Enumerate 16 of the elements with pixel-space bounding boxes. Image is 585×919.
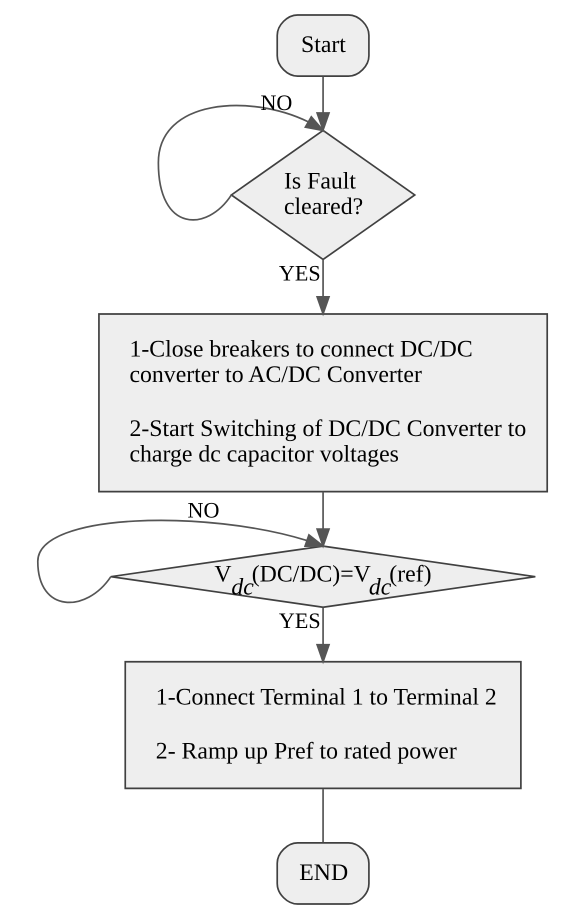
node-box: 1-Close breakers to connect DC/DC converter to AC/DC Converter 2-Start Switching of DC/DC Converter to charge dc capacitor voltages [98,313,548,492]
edge-label: YES [278,608,321,633]
connector [322,789,324,842]
node-box: Start [276,14,370,77]
arrow [316,76,330,133]
arrow [158,104,326,221]
node-box: 1-Connect Terminal 1 to Terminal 2 2- Ramp up Pref to rated power [124,660,522,790]
edge-label: NO [188,498,220,523]
arrow [316,492,330,549]
node-diamond: Is Fault cleared? [230,129,416,261]
arrow [36,520,326,603]
edge-label: YES [278,260,321,286]
node-box: END [276,842,370,905]
edge-label: NO [260,90,292,115]
arrow [316,608,330,664]
arrow [316,260,330,316]
